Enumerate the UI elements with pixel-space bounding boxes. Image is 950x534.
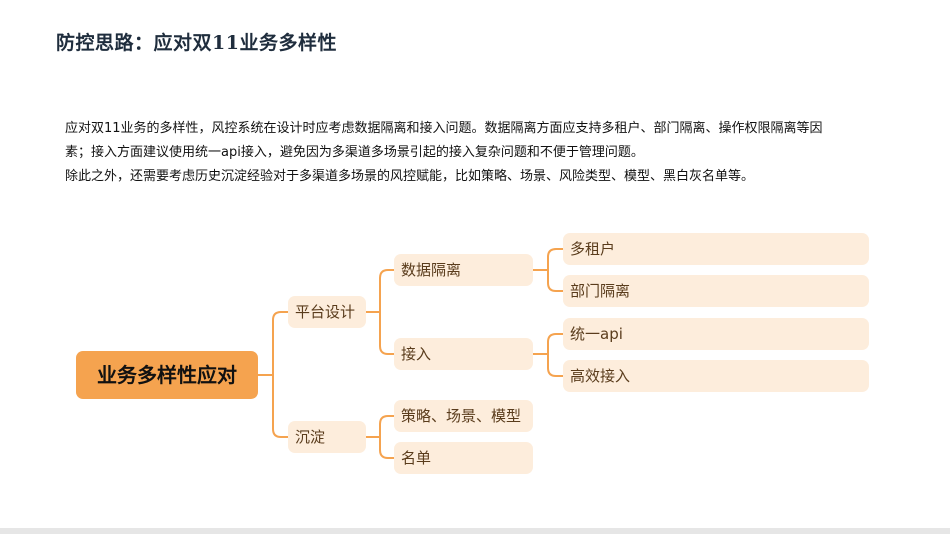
node-data-isolation: 数据隔离: [394, 254, 533, 286]
node-list: 名单: [394, 442, 533, 474]
node-department-isolation: 部门隔离: [563, 275, 869, 307]
paragraph-line: 应对双11业务的多样性，风控系统在设计时应考虑数据隔离和接入问题。数据隔离方面应…: [65, 121, 823, 136]
bottom-bar: [0, 528, 950, 534]
connector-settle: [366, 415, 394, 459]
paragraph-line: 除此之外，还需要考虑历史沉淀经验对于多渠道多场景的风控赋能，比如策略、场景、风险…: [65, 169, 755, 184]
connector-isolation: [533, 248, 563, 292]
node-strategy: 策略、场景、模型: [394, 400, 533, 432]
node-access: 接入: [394, 338, 533, 370]
node-multi-tenant: 多租户: [563, 233, 869, 265]
connector-access: [533, 333, 563, 377]
node-platform-design: 平台设计: [288, 296, 366, 328]
description-text: 应对双11业务的多样性，风控系统在设计时应考虑数据隔离和接入问题。数据隔离方面应…: [65, 117, 895, 189]
slide-title: 防控思路：应对双11业务多样性: [56, 32, 337, 54]
node-efficient-access: 高效接入: [563, 360, 869, 392]
paragraph-line: 素；接入方面建议使用统一api接入，避免因为多渠道多场景引起的接入复杂问题和不便…: [65, 145, 644, 160]
node-settle: 沉淀: [288, 421, 366, 453]
connector-root: [258, 311, 288, 438]
node-unified-api: 统一api: [563, 318, 869, 350]
connector-platform: [366, 269, 394, 355]
mindmap-root-node: 业务多样性应对: [76, 351, 258, 399]
